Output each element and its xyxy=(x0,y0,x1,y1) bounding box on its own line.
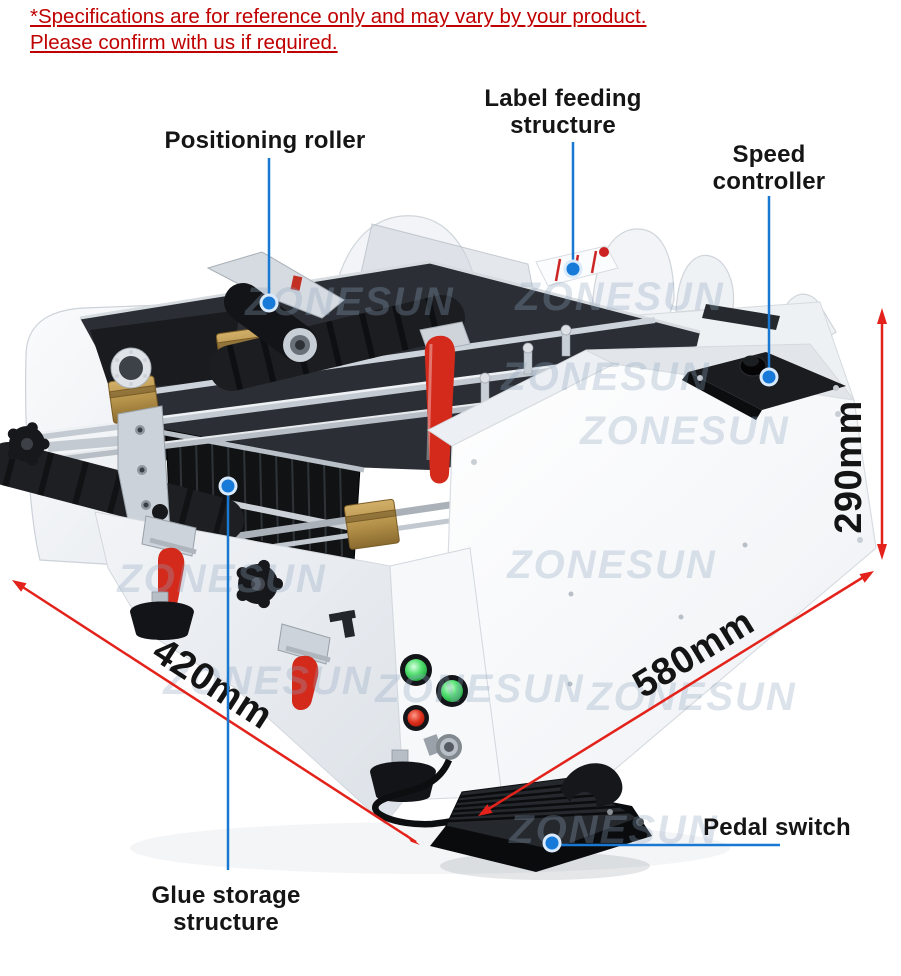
bearing-plate xyxy=(110,347,152,389)
foam-rollers xyxy=(0,295,465,542)
callout-label-feeding: Label feeding structure xyxy=(463,85,663,139)
callout-speed-controller: Speed controller xyxy=(669,141,869,195)
machine-feet xyxy=(130,591,436,802)
watermark-text: ZONESUN xyxy=(500,355,711,399)
disclaimer-line-2: Please confirm with us if required. xyxy=(30,31,338,54)
watermark-text: ZONESUN xyxy=(579,409,790,453)
watermark-text: ZONESUN xyxy=(244,280,455,324)
disclaimer-note: *Specifications are for reference only a… xyxy=(30,4,650,56)
speed-controller-label-line2: controller xyxy=(712,168,826,195)
callout-pedal-switch: Pedal switch xyxy=(677,814,877,841)
label-feeding-label-line2: structure xyxy=(510,112,616,139)
glue-storage-label-line2: structure xyxy=(173,909,279,936)
callout-positioning-roller: Positioning roller xyxy=(115,127,415,154)
positioning-roller-part xyxy=(206,251,345,362)
watermark-text: ZONESUN xyxy=(374,667,585,711)
watermark-text: ZONESUN xyxy=(586,675,797,719)
dimension-height-label: 290mm xyxy=(828,400,870,533)
dimension-290mm: 290mm xyxy=(828,308,887,560)
watermark-text: ZONESUN xyxy=(506,543,717,587)
watermark-text: ZONESUN xyxy=(162,659,373,703)
zonesun-watermarks: ZONESUN ZONESUN ZONESUN ZONESUN ZONESUN … xyxy=(116,275,797,852)
watermark-text: ZONESUN xyxy=(514,275,725,319)
callout-lines xyxy=(226,142,780,870)
control-buttons xyxy=(400,654,468,760)
disclaimer-line-1: *Specifications are for reference only a… xyxy=(30,5,647,28)
glue-storage-label-line1: Glue storage xyxy=(151,882,301,909)
positioning-roller-label: Positioning roller xyxy=(164,127,366,154)
speed-controller-label-line1: Speed xyxy=(732,141,806,168)
adjust-knob-left-icon xyxy=(7,422,50,466)
label-feeding-label-line1: Label feeding xyxy=(484,85,642,112)
toggle-clamp-2 xyxy=(277,623,331,711)
callout-dots xyxy=(218,259,779,853)
red-lever xyxy=(419,321,471,484)
pedal-switch-label: Pedal switch xyxy=(703,814,851,841)
watermark-text: ZONESUN xyxy=(116,557,327,601)
callout-glue-storage: Glue storage structure xyxy=(76,882,376,936)
adjust-knob-front-icon xyxy=(236,559,283,609)
aviation-connector xyxy=(423,734,462,760)
left-bracket xyxy=(47,405,171,537)
